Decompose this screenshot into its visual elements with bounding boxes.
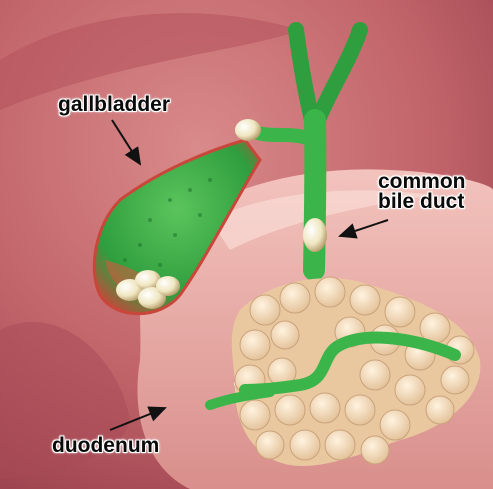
common-bile-duct-label-line2: bile duct <box>378 192 466 212</box>
gallstone <box>156 276 180 296</box>
gallstone <box>303 218 327 252</box>
gallstone <box>235 119 261 141</box>
common-bile-duct-label-line1: common <box>378 172 466 192</box>
duodenum-label: duodenum <box>52 436 159 456</box>
common-bile-duct-label: common bile duct <box>378 172 466 212</box>
gallbladder-label: gallbladder <box>58 95 170 115</box>
